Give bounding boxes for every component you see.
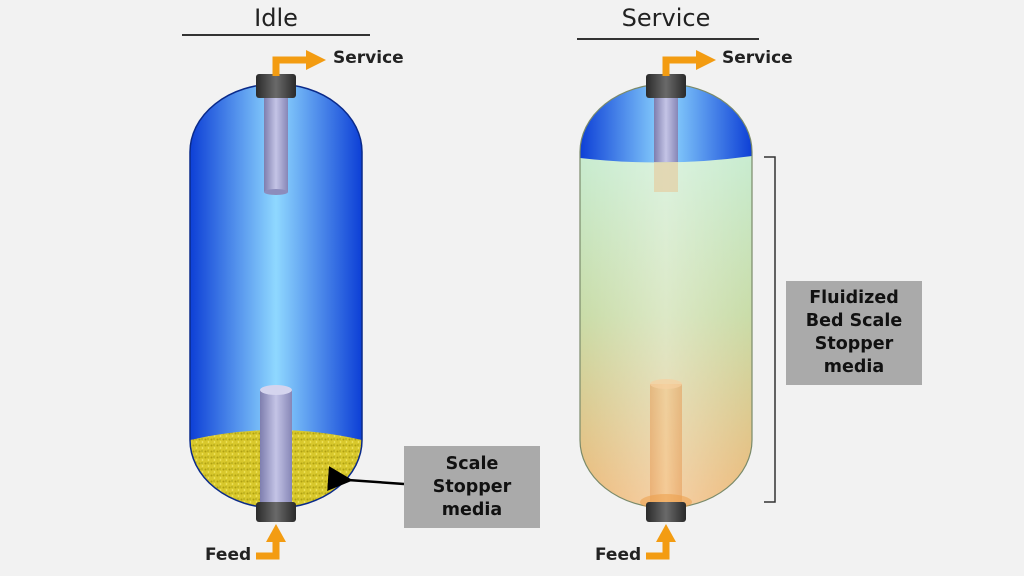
service-top-cap <box>646 74 686 98</box>
fluidized-bed-callout: Fluidized Bed Scale Stopper media <box>786 281 922 385</box>
idle-title-underline <box>182 34 370 36</box>
idle-callout-pointer-icon <box>327 466 405 492</box>
service-bottom-pipe <box>650 384 682 504</box>
idle-inlet-arrow-icon <box>256 540 280 560</box>
fluidized-bed-callout-text: Fluidized Bed Scale Stopper media <box>805 288 903 377</box>
idle-top-pipe <box>264 90 288 192</box>
idle-outlet-arrow-icon <box>272 56 308 76</box>
idle-outlet-label: Service <box>333 48 404 68</box>
idle-inlet-label: Feed <box>205 545 252 565</box>
idle-top-cap <box>256 74 296 98</box>
service-outlet-label: Service <box>722 48 793 68</box>
service-panel-title: Service <box>621 4 711 32</box>
idle-media-callout: Scale Stopper media <box>404 446 540 528</box>
service-title-underline <box>577 38 759 40</box>
service-inlet-label: Feed <box>595 545 642 565</box>
fluidized-bed-bracket <box>764 156 776 503</box>
idle-panel-title: Idle <box>254 4 298 32</box>
idle-media-callout-text: Scale Stopper media <box>432 453 512 520</box>
service-bottom-cap <box>646 502 686 522</box>
service-inlet-arrow-icon <box>646 540 670 560</box>
service-tank <box>579 74 753 522</box>
service-top-pipe <box>654 90 678 162</box>
idle-tank <box>189 74 363 522</box>
idle-bottom-cap <box>256 502 296 522</box>
service-outlet-arrow-icon <box>662 56 698 76</box>
idle-bottom-pipe <box>260 390 292 504</box>
